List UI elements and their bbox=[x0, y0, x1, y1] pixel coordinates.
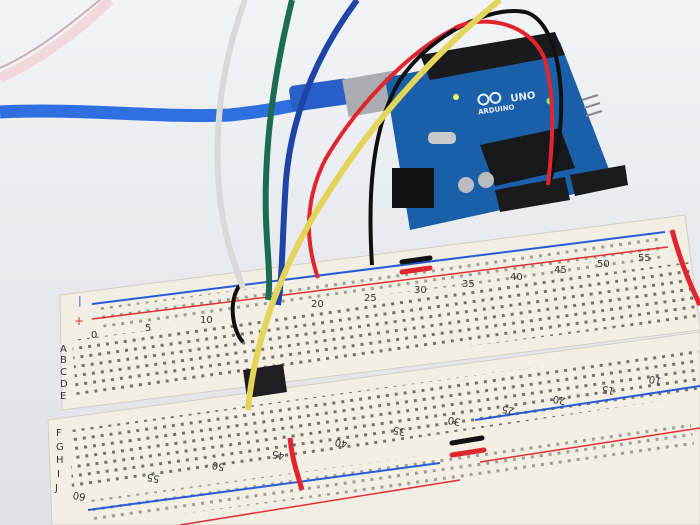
column-number: 40 bbox=[334, 436, 348, 449]
capacitor bbox=[458, 177, 474, 193]
terminal-strip-top bbox=[72, 262, 696, 395]
black-jumper-wire bbox=[230, 283, 245, 344]
red-rail-jumper bbox=[449, 447, 487, 458]
analog-header bbox=[570, 165, 628, 196]
column-number: 10 bbox=[648, 373, 662, 386]
column-number: 55 bbox=[146, 471, 160, 484]
led-l bbox=[453, 94, 459, 100]
power-header bbox=[495, 177, 570, 212]
row-letter: I bbox=[57, 469, 60, 480]
rail-blue-line-bottom bbox=[87, 462, 441, 511]
column-number: 10 bbox=[200, 315, 213, 326]
power-rail-bottom bbox=[90, 420, 695, 525]
column-number: 20 bbox=[552, 393, 566, 406]
red-wire bbox=[307, 20, 471, 279]
rail-blue-line-top bbox=[91, 231, 666, 305]
row-letter: E bbox=[60, 391, 66, 402]
icsp-pins bbox=[581, 94, 603, 117]
row-letter: B bbox=[60, 355, 67, 366]
green-wire bbox=[262, 0, 295, 301]
column-number: 15 bbox=[601, 383, 615, 396]
column-number: 50 bbox=[211, 459, 225, 472]
white-wire bbox=[214, 0, 248, 289]
column-number: 45 bbox=[271, 448, 285, 461]
column-number: 55 bbox=[638, 253, 651, 264]
column-number: 40 bbox=[510, 272, 523, 283]
column-number: 50 bbox=[597, 259, 610, 270]
crystal bbox=[428, 132, 456, 144]
arduino-logo-icon bbox=[489, 91, 502, 104]
row-letter: F bbox=[56, 428, 62, 439]
red-wire-to-arduino bbox=[454, 19, 555, 186]
arduino-logo-icon bbox=[477, 93, 490, 106]
arduino-model-text: UNO bbox=[510, 90, 536, 104]
capacitor bbox=[478, 172, 494, 188]
column-number: 30 bbox=[414, 285, 427, 296]
yellow-wire bbox=[245, 0, 502, 411]
red-side-jumper bbox=[669, 229, 700, 307]
terminal-strip-bottom bbox=[70, 345, 700, 490]
row-letter: H bbox=[56, 455, 64, 466]
digital-header bbox=[420, 32, 565, 80]
row-letter: C bbox=[60, 367, 67, 378]
black-wire bbox=[368, 9, 564, 266]
rail-minus-label: | bbox=[78, 294, 82, 307]
rail-red-line-bottom-right bbox=[479, 427, 700, 463]
breadboard: + | 0 5 10 20 25 30 35 40 45 50 55 A B C… bbox=[47, 214, 700, 525]
row-letter: D bbox=[60, 379, 68, 390]
row-letter: A bbox=[60, 344, 67, 355]
row-letter: G bbox=[56, 442, 64, 453]
column-number: 30 bbox=[447, 414, 461, 427]
cable-top-left bbox=[0, 0, 114, 83]
red-rail-jumper bbox=[399, 265, 433, 275]
column-number: 5 bbox=[145, 323, 151, 334]
black-rail-jumper bbox=[399, 255, 433, 265]
column-number: 25 bbox=[501, 403, 515, 416]
cable-stripe bbox=[0, 0, 101, 69]
black-rail-jumper bbox=[449, 435, 485, 446]
rail-blue-line-bottom-right bbox=[474, 385, 700, 421]
column-number: 0 bbox=[91, 330, 97, 341]
blue-wire bbox=[275, 0, 360, 306]
rail-red-line-bottom bbox=[179, 479, 461, 525]
column-number: 25 bbox=[364, 293, 377, 304]
column-number: 45 bbox=[554, 265, 567, 276]
red-jumper-wire bbox=[287, 437, 305, 491]
rail-plus-label: + bbox=[74, 314, 84, 328]
column-number: 35 bbox=[462, 279, 475, 290]
dc-jack bbox=[392, 168, 434, 208]
column-number: 20 bbox=[311, 299, 324, 310]
row-letter: J bbox=[54, 483, 58, 494]
column-number: 35 bbox=[392, 424, 406, 437]
rail-red-line-top bbox=[91, 246, 669, 320]
column-number: 60 bbox=[72, 489, 86, 502]
